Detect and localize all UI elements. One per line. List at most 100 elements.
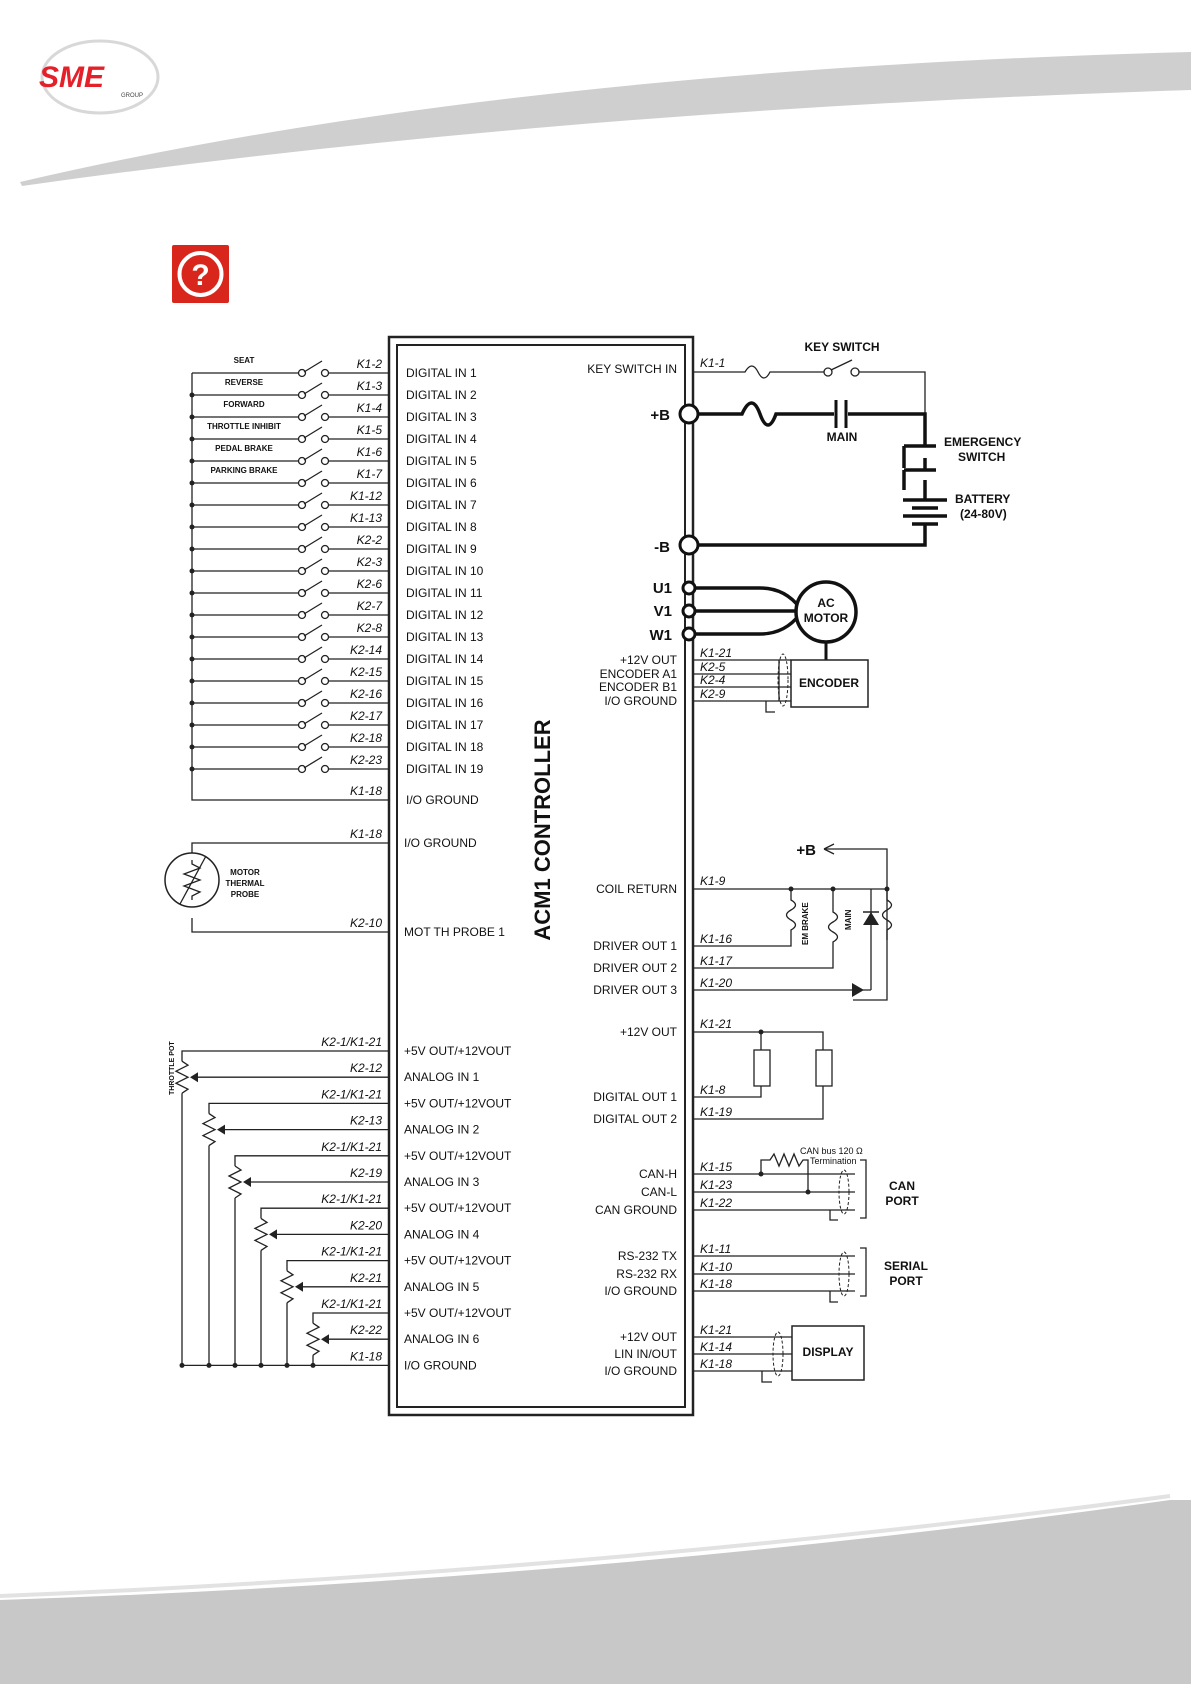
input-switch[interactable] [303,470,323,483]
throttle-pot-label: THROTTLE POT [169,1041,176,1095]
switch-contact [297,720,307,730]
switch-contact [320,478,330,488]
switch-contact [297,522,307,532]
can-port-label-2: PORT [885,1194,919,1208]
potentiometer[interactable] [227,1165,243,1199]
input-switch[interactable] [303,602,323,615]
driver-signal-label: DRIVER OUT 2 [593,961,677,975]
input-switch[interactable] [303,558,323,571]
encoder-signal-label: ENCODER A1 [600,667,678,681]
input-signal-label: DIGITAL IN 13 [406,630,484,644]
footer-swoosh [0,1500,1191,1684]
driver-pin-label: K1-20 [700,976,732,990]
thermal-label-1: MOTOR [230,868,260,877]
analog-signal-label: ANALOG IN 3 [404,1175,480,1189]
input-signal-label: DIGITAL IN 3 [406,410,477,424]
display-pin-label: K1-14 [700,1340,732,1354]
logo-subtext: GROUP [121,93,143,99]
input-pin-label: K1-6 [357,445,383,459]
analog-pin-label: K2-1/K1-21 [321,1297,382,1311]
sme-logo: SME GROUP [35,35,165,125]
thermal-label-3: PROBE [231,890,260,899]
switch-contact [320,610,330,620]
relay-coil-1 [753,1049,771,1087]
thermal-gnd-signal: I/O GROUND [404,836,477,850]
input-switch[interactable] [303,360,323,373]
dout-12v-pin: K1-21 [700,1017,732,1031]
input-pin-label: K2-17 [350,709,383,723]
input-signal-label: DIGITAL IN 1 [406,366,477,380]
input-switch[interactable] [303,734,323,747]
switch-contact [297,610,307,620]
help-button[interactable]: ? [172,245,229,303]
analog-pin-label: K2-21 [350,1271,382,1285]
switch-contact [297,368,307,378]
can-signal-label: CAN-H [639,1167,677,1181]
input-switch[interactable] [303,580,323,593]
potentiometer[interactable] [174,1060,190,1094]
display-pin-label: K1-21 [700,1323,732,1337]
wiper-arrow [321,1334,329,1345]
display-pin-label: K1-18 [700,1357,732,1371]
pot-supply-wire [312,1312,389,1324]
potentiometer[interactable] [201,1113,217,1147]
ground-signal-label: I/O GROUND [406,793,479,807]
input-pin-label: K1-7 [357,467,384,481]
svg-text:?: ? [191,259,209,292]
battery-label-2: (24-80V) [960,507,1007,521]
display-box[interactable] [791,1325,865,1381]
analog-pin-label: K2-1/K1-21 [321,1035,382,1049]
thermal-probe-icon [164,852,220,908]
switch-contact [320,390,330,400]
can-port-bracket[interactable] [860,1159,867,1219]
input-pin-label: K2-15 [350,665,382,679]
emergency-switch[interactable] [902,438,936,500]
analog-pin-label: K2-19 [350,1166,382,1180]
input-switch[interactable] [303,492,323,505]
input-pin-label: K2-3 [357,555,383,569]
input-switch[interactable] [303,712,323,725]
plus-b-label: +B [650,407,670,424]
input-switch[interactable] [303,382,323,395]
switch-contact [320,698,330,708]
key-switch[interactable] [830,359,853,371]
switch-contact [297,434,307,444]
driver-signal-label: DRIVER OUT 3 [593,983,677,997]
input-switch[interactable] [303,624,323,637]
serial-pin-label: K1-10 [700,1260,732,1274]
thermal-probe-signal: MOT TH PROBE 1 [404,925,505,939]
em-brake-coil [693,889,797,947]
input-signal-label: DIGITAL IN 11 [406,586,483,600]
input-signal-label: DIGITAL IN 16 [406,696,484,710]
switch-contact [297,478,307,488]
switch-contact [320,588,330,598]
input-switch[interactable] [303,756,323,769]
potentiometer[interactable] [253,1217,269,1251]
serial-port-bracket[interactable] [860,1247,867,1297]
main-contactor-label: MAIN [827,430,858,444]
analog-signal-label: ANALOG IN 4 [404,1227,480,1241]
input-switch[interactable] [303,426,323,439]
switch-contact [297,764,307,774]
switch-contact [297,456,307,466]
input-switch[interactable] [303,404,323,417]
pot-supply-wire [260,1207,389,1219]
display-label: DISPLAY [803,1345,854,1359]
serial-signal-label: RS-232 RX [616,1267,677,1281]
switch-contact [297,698,307,708]
input-signal-label: DIGITAL IN 7 [406,498,477,512]
input-switch[interactable] [303,514,323,527]
input-switch[interactable] [303,536,323,549]
potentiometer[interactable] [305,1322,321,1356]
analog-pin-label: K2-1/K1-21 [321,1245,382,1259]
wiper-arrow [269,1229,277,1240]
switch-contact [320,500,330,510]
potentiometer[interactable] [279,1270,295,1304]
input-switch[interactable] [303,448,323,461]
input-switch[interactable] [303,646,323,659]
input-pin-label: K2-2 [357,533,383,547]
input-switch[interactable] [303,690,323,703]
switch-contact [320,456,330,466]
input-switch[interactable] [303,668,323,681]
input-signal-label: DIGITAL IN 2 [406,388,477,402]
